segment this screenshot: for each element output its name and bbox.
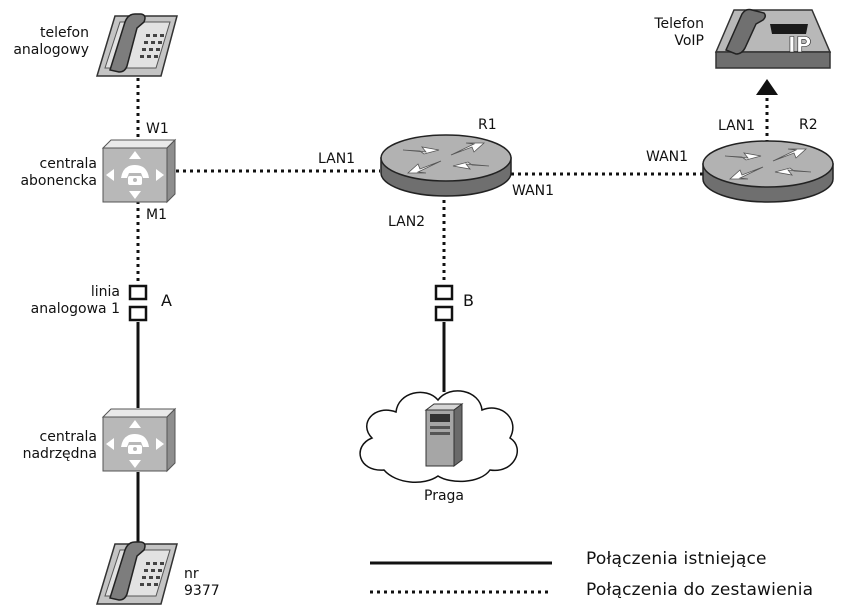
analog-phone-label: telefon analogowy [13, 25, 89, 58]
router-r1-icon [380, 134, 512, 197]
port-m1: M1 [146, 207, 167, 223]
server-icon [424, 403, 464, 467]
pbx-switch-icon [101, 138, 177, 204]
svg-text:IP: IP [788, 33, 811, 57]
router-r2-icon [702, 140, 834, 203]
arrow-to-voip [756, 79, 778, 95]
analog-line-label: linia analogowa 1 [30, 284, 120, 317]
port-w1: W1 [146, 121, 169, 137]
pbx-label: centrala abonencka [20, 156, 97, 189]
voip-phone-label: Telefon VoIP [654, 16, 704, 49]
port-r2-wan1: WAN1 [646, 149, 689, 165]
port-pbx-lan1: LAN1 [318, 151, 356, 167]
connector-b-icon [434, 284, 454, 322]
analog-phone-icon [95, 13, 178, 77]
connector-b-label: B [463, 291, 474, 310]
upstream-pbx-label: centrala nadrzędna [22, 429, 97, 462]
connector-a-label: A [161, 291, 172, 310]
legend-to-build-label: Połączenia do zestawienia [586, 580, 814, 600]
analog-phone-bottom-icon [95, 541, 178, 605]
port-r1-lan2: LAN2 [388, 214, 426, 230]
connector-a-icon [128, 284, 148, 322]
upstream-pbx-switch-icon [101, 407, 177, 473]
voip-phone-icon: IP [714, 8, 832, 69]
cloud-label: Praga [424, 488, 464, 504]
router-r1-label: R1 [478, 117, 497, 133]
port-r2-lan1: LAN1 [718, 118, 756, 134]
port-r1-wan1: WAN1 [512, 183, 555, 199]
phone-number-label: nr 9377 [184, 566, 220, 599]
legend-solid-line [370, 561, 552, 565]
legend-dotted-line [370, 590, 552, 594]
router-r2-label: R2 [799, 117, 818, 133]
legend-existing-label: Połączenia istniejące [586, 549, 767, 569]
